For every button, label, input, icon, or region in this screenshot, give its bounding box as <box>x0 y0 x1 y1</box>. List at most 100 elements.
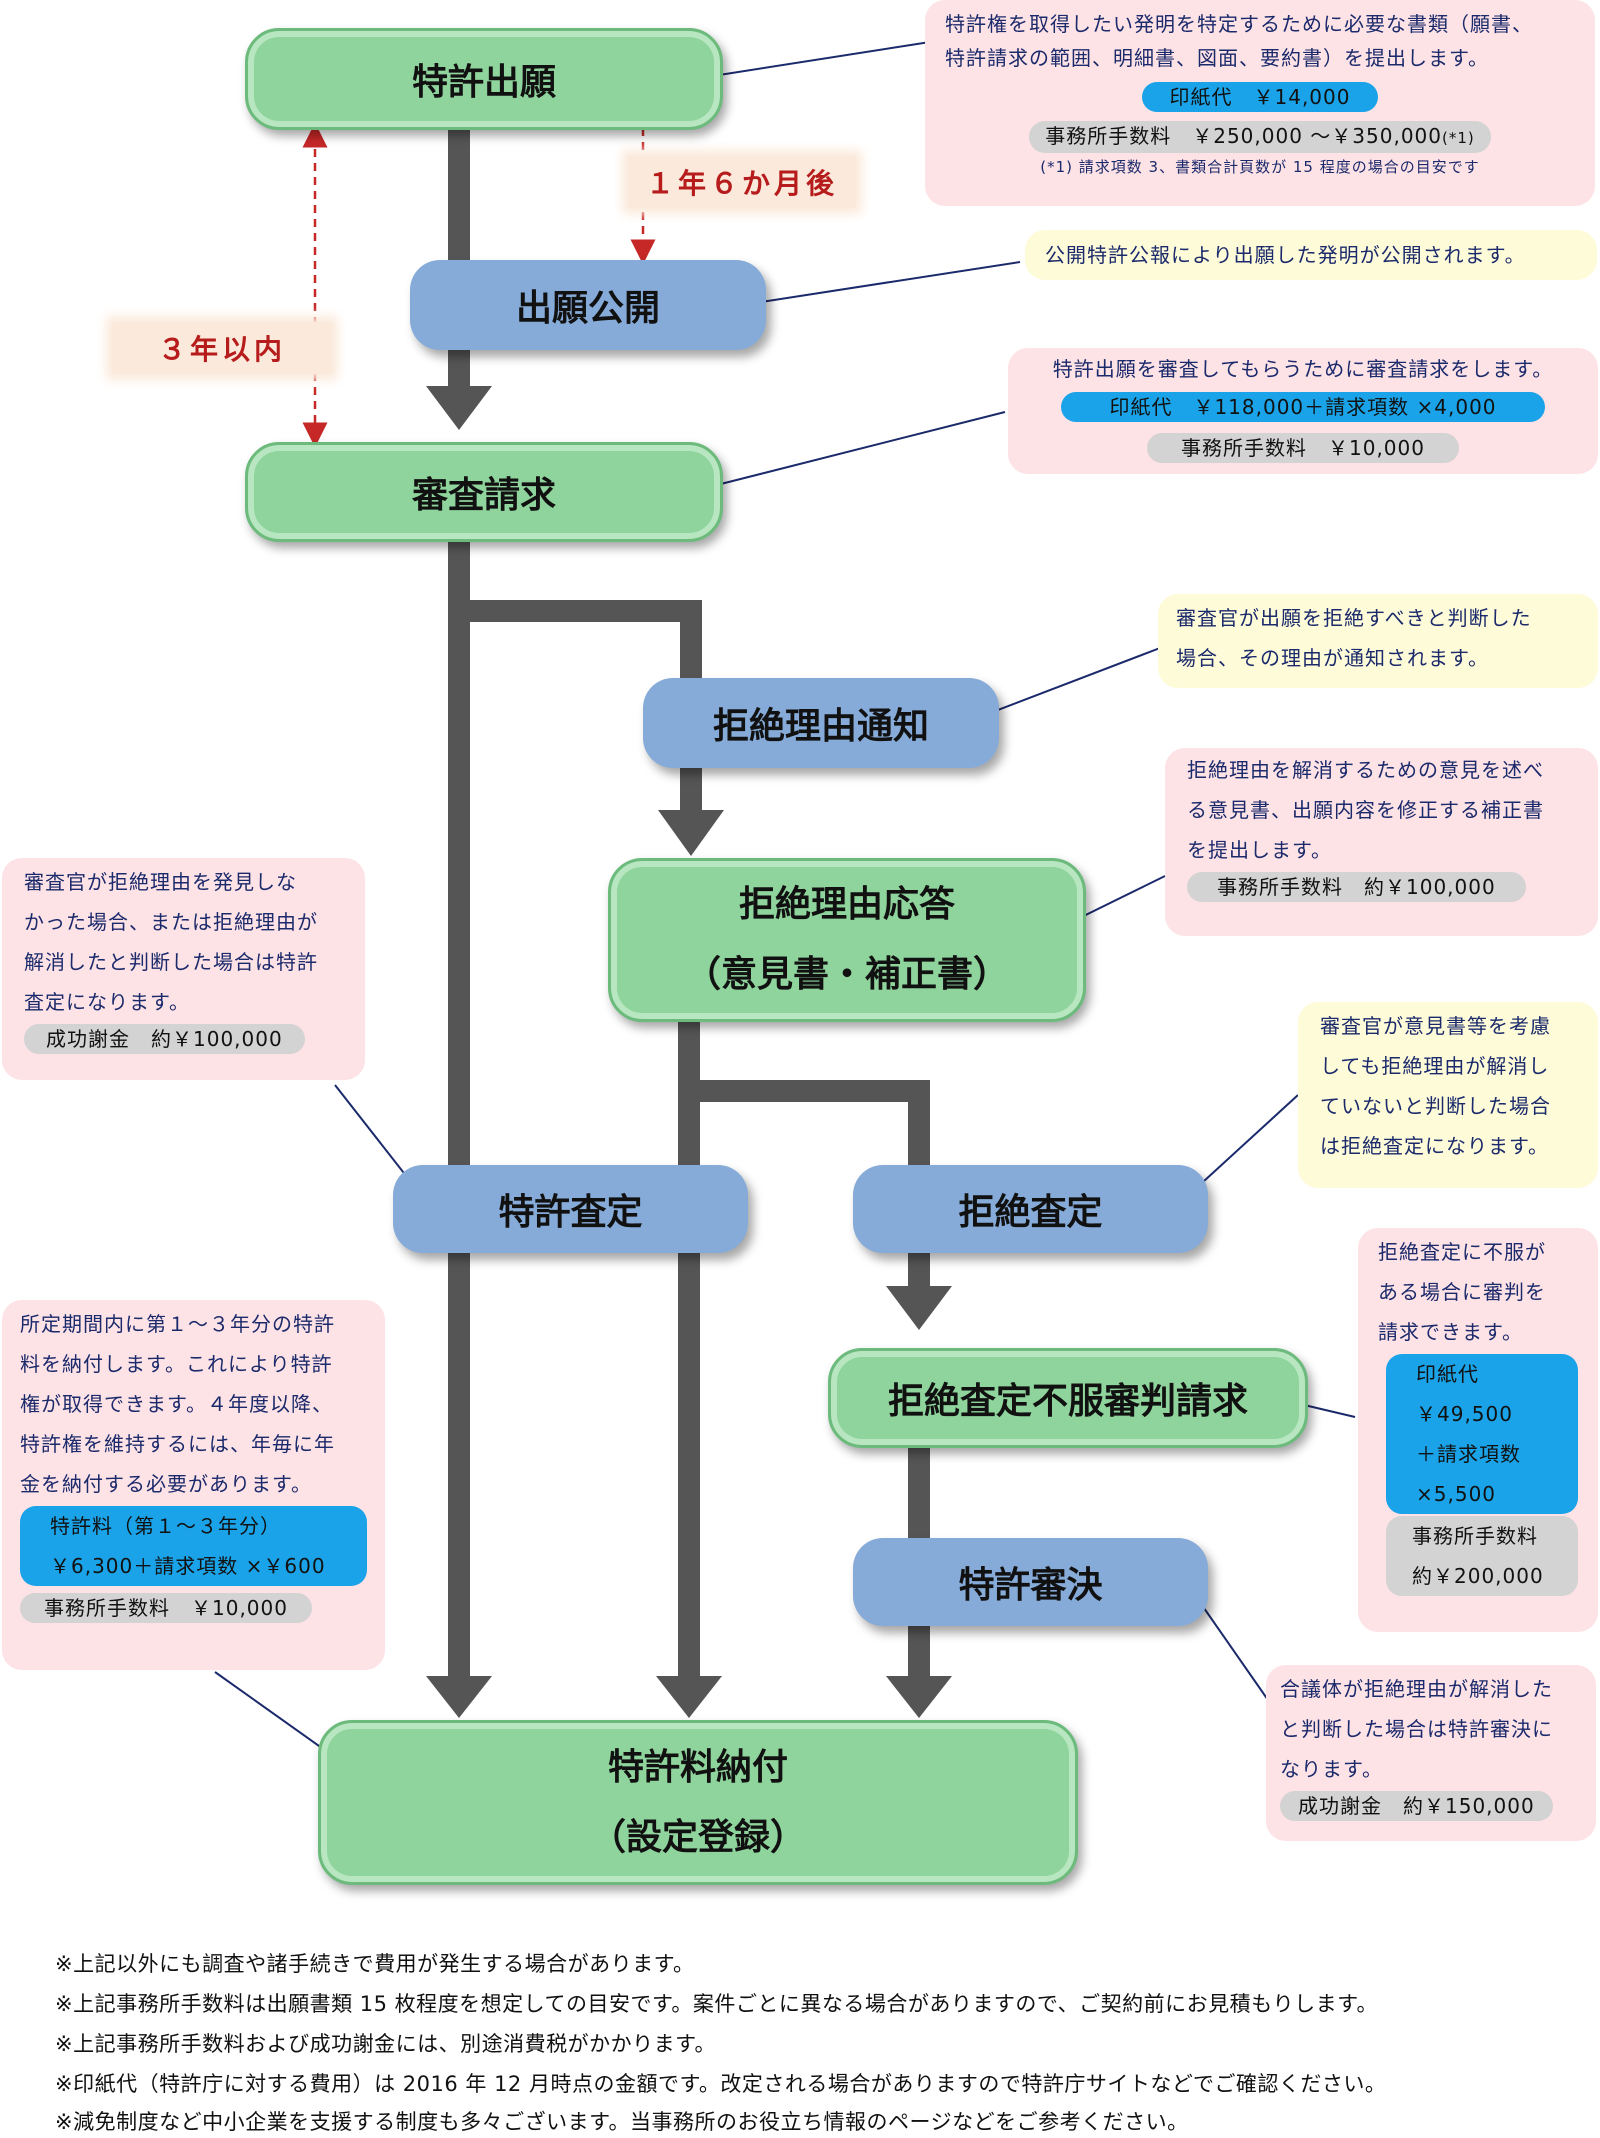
node-grant-decision: 特許査定 <box>393 1165 748 1253</box>
note-line: と判断した場合は特許審決に <box>1280 1717 1553 1741</box>
stamp-fee-box: 印紙代 ￥49,500 ＋請求項数 ×5,500 <box>1386 1354 1578 1514</box>
note-line: 料を納付します。これにより特許 <box>20 1352 333 1376</box>
note-line: かった場合、または拒絶理由が <box>24 910 318 934</box>
node-rejection-notice: 拒絶理由通知 <box>643 678 999 768</box>
node-label: 拒絶査定 <box>958 1192 1103 1233</box>
node-patent-application: 特許出願 <box>245 28 723 130</box>
stamp-line: 印紙代 <box>1416 1362 1479 1386</box>
note-payment: 所定期間内に第１～３年分の特許 料を納付します。これにより特許 権が取得できます… <box>2 1300 385 1670</box>
arrowhead-payment-right <box>886 1676 952 1718</box>
note-line: 査定になります。 <box>24 990 190 1014</box>
fee-text: 事務所手数料 ￥250,000 ～￥350,000 <box>1045 124 1443 148</box>
note-line: ていないと判断した場合 <box>1320 1094 1551 1118</box>
node-label: 特許出願 <box>411 62 556 103</box>
node-label: （意見書・補正書） <box>684 954 1009 995</box>
trunk-exam-to-payment <box>448 530 470 1695</box>
arrowhead-response <box>658 810 724 856</box>
node-rejection-decision: 拒絶査定 <box>853 1165 1208 1253</box>
stamp-line: ＋請求項数 <box>1416 1442 1521 1466</box>
tag-label: ３年以内 <box>157 333 286 366</box>
tag-18-months: １年６か月後 <box>628 156 856 208</box>
node-label: 審査請求 <box>411 475 556 516</box>
office-fee-pill: 事務所手数料 ￥250,000 ～￥350,000(*1) <box>1029 121 1491 153</box>
branch-h1 <box>470 600 702 622</box>
node-appeal-decision: 特許審決 <box>853 1538 1208 1626</box>
stamp-line: ￥6,300＋請求項数 ×￥600 <box>50 1554 326 1578</box>
note-line: 金を納付する必要があります。 <box>20 1472 312 1496</box>
office-fee-pill: 事務所手数料 ￥10,000 <box>20 1593 312 1623</box>
trunk-response-to-payment <box>678 1020 700 1695</box>
footnote: ※上記事務所手数料は出願書類 15 枚程度を想定しての目安です。案件ごとに異なる… <box>55 1992 1378 2016</box>
tag-3-years: ３年以内 <box>112 322 332 374</box>
node-label: 拒絶理由通知 <box>712 706 929 747</box>
stamp-line: 特許料（第１～３年分） <box>50 1514 281 1538</box>
office-fee-pill: 事務所手数料 約￥100,000 <box>1187 872 1526 902</box>
fee-line: 事務所手数料 <box>1412 1524 1538 1548</box>
note-line: る意見書、出願内容を修正する補正書 <box>1187 798 1544 822</box>
rej-to-appeal <box>908 1245 930 1287</box>
note-line: 請求できます。 <box>1378 1320 1523 1344</box>
note-response: 拒絶理由を解消するための意見を述べ る意見書、出願内容を修正する補正書 を提出し… <box>1165 748 1598 936</box>
note-publication: 公開特許公報により出願した発明が公開されます。 <box>1025 230 1597 280</box>
note-line: 審査官が拒絶理由を発見しな <box>24 870 297 894</box>
note-line: 場合、その理由が通知されます。 <box>1176 646 1489 670</box>
note-line: 審査官が意見書等を考慮 <box>1320 1014 1551 1038</box>
note-line: なります。 <box>1280 1757 1383 1781</box>
stamp-line: ×5,500 <box>1416 1482 1497 1506</box>
node-exam-request: 審査請求 <box>245 442 723 542</box>
note-line: しても拒絶理由が解消し <box>1320 1054 1550 1078</box>
note-line: 公開特許公報により出願した発明が公開されます。 <box>1045 243 1526 267</box>
node-label: 出願公開 <box>515 288 660 329</box>
node-patent-fee-payment: 特許料納付 （設定登録） <box>318 1720 1078 1885</box>
note-line: 拒絶理由を解消するための意見を述べ <box>1187 758 1544 782</box>
note-application: 特許権を取得したい発明を特定するために必要な書類（願書、 特許請求の範囲、明細書… <box>925 0 1595 206</box>
note-rejection-decision: 審査官が意見書等を考慮 しても拒絶理由が解消し ていないと判断した場合 は拒絶査… <box>1298 1002 1598 1188</box>
note-line: を提出します。 <box>1187 838 1332 862</box>
fee-line: 約￥200,000 <box>1412 1564 1544 1588</box>
node-label: 特許審決 <box>958 1565 1103 1606</box>
note-appeal-decision: 合議体が拒絶理由が解消した と判断した場合は特許審決に なります。 成功謝金 約… <box>1266 1665 1596 1841</box>
note-line: 合議体が拒絶理由が解消した <box>1280 1677 1553 1701</box>
arrowhead-exam <box>426 386 492 430</box>
tag-label: １年６か月後 <box>645 167 838 200</box>
note-line: ある場合に審判を <box>1378 1280 1546 1304</box>
note-footnote: (*1) 請求項数 3、書類合計頁数が 15 程度の場合の目安です <box>1040 158 1480 176</box>
stamp-fee-pill: 印紙代 ￥14,000 <box>1141 82 1379 112</box>
note-line: 特許請求の範囲、明細書、図面、要約書）を提出します。 <box>945 46 1489 70</box>
note-line: 拒絶査定に不服が <box>1378 1240 1546 1264</box>
footnote: ※上記事務所手数料および成功謝金には、別途消費税がかかります。 <box>55 2032 716 2056</box>
stamp-fee-pill: 印紙代 ￥118,000＋請求項数 ×4,000 <box>1061 392 1545 422</box>
success-fee-pill: 成功謝金 約￥150,000 <box>1280 1791 1553 1821</box>
arrowhead-payment-mid <box>656 1676 722 1718</box>
note-line: 解消したと判断した場合は特許 <box>24 950 318 974</box>
stamp-fee-box: 特許料（第１～３年分） ￥6,300＋請求項数 ×￥600 <box>20 1506 367 1586</box>
fee-mark: (*1) <box>1442 129 1475 147</box>
arrowhead-payment-left <box>426 1676 492 1718</box>
note-line: 特許出願を審査してもらうために審査請求をします。 <box>1052 357 1554 381</box>
node-rejection-response: 拒絶理由応答 （意見書・補正書） <box>608 858 1086 1022</box>
note-grant-decision: 審査官が拒絶理由を発見しな かった場合、または拒絶理由が 解消したと判断した場合… <box>2 858 365 1080</box>
note-appeal: 拒絶査定に不服が ある場合に審判を 請求できます。 印紙代 ￥49,500 ＋請… <box>1358 1228 1598 1632</box>
note-rejection-notice: 審査官が出願を拒絶すべきと判断した 場合、その理由が通知されます。 <box>1158 594 1598 688</box>
footnote: ※上記以外にも調査や諸手続きで費用が発生する場合があります。 <box>55 1952 695 1976</box>
stamp-line: ￥49,500 <box>1416 1402 1513 1426</box>
note-line: 所定期間内に第１～３年分の特許 <box>20 1312 335 1336</box>
note-line: 権が取得できます。４年度以降、 <box>20 1392 333 1416</box>
node-label: 特許査定 <box>498 1192 643 1233</box>
note-exam-request: 特許出願を審査してもらうために審査請求をします。 印紙代 ￥118,000＋請求… <box>1008 348 1598 474</box>
office-fee-pill: 事務所手数料 ￥10,000 <box>1147 433 1459 463</box>
branch-h2 <box>700 1080 930 1102</box>
office-fee-box: 事務所手数料 約￥200,000 <box>1386 1516 1578 1596</box>
node-appeal-request: 拒絶査定不服審判請求 <box>828 1348 1308 1448</box>
node-label: 拒絶理由応答 <box>738 884 955 925</box>
note-line: 特許権を取得したい発明を特定するために必要な書類（願書、 <box>945 12 1533 36</box>
footnote: ※印紙代（特許庁に対する費用）は 2016 年 12 月時点の金額です。改定され… <box>55 2072 1387 2096</box>
node-label: 特許料納付 <box>607 1746 788 1788</box>
note-line: 審査官が出願を拒絶すべきと判断した <box>1176 606 1532 630</box>
note-line: 特許権を維持するには、年毎に年 <box>20 1432 335 1456</box>
note-line: は拒絶査定になります。 <box>1320 1134 1549 1158</box>
footnote: ※減免制度など中小企業を支援する制度も多々ございます。当事務所のお役立ち情報のペ… <box>55 2110 1189 2134</box>
node-publication: 出願公開 <box>410 260 766 350</box>
node-label: 拒絶査定不服審判請求 <box>887 1381 1248 1422</box>
